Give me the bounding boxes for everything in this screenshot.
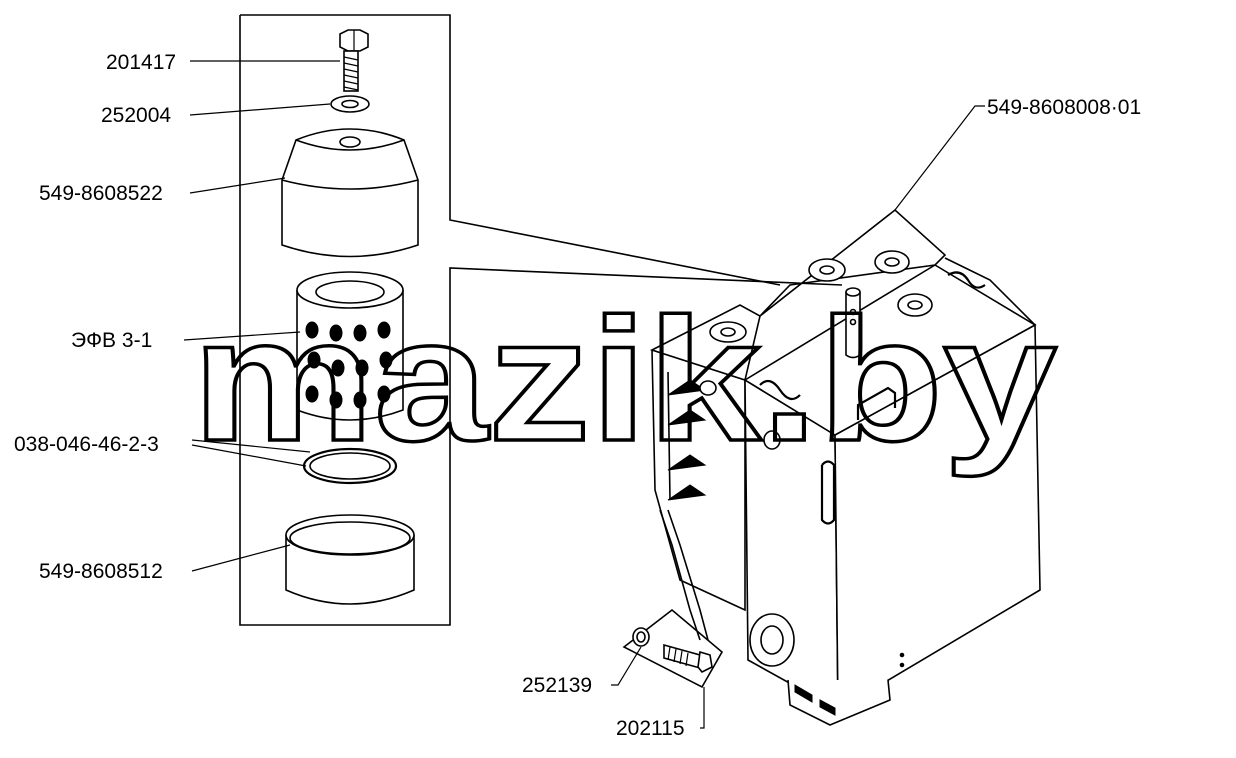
label-filter-cup: 549-8608512 [39,560,163,583]
filter-element-part [296,271,404,421]
label-washer-top: 252004 [101,104,171,127]
label-washer-bottom: 252139 [522,674,592,697]
label-seal-ring: 038-046-46-2-3 [14,433,159,456]
label-bolt-top: 201417 [106,51,176,74]
filter-detail-frame [239,14,843,626]
bolt-washer-inset [622,608,724,689]
washer-top-part [330,95,370,113]
filter-cap-part [281,128,419,258]
bolt-top-part [339,29,369,92]
label-bolt-bottom: 202115 [616,717,685,740]
watermark-text: mazik.by [192,283,1057,478]
label-filter-cap: 549-8608522 [39,182,163,205]
label-filter-element: ЭФВ 3-1 [71,329,152,352]
label-tank-assembly: 549-8608008·01 [987,96,1141,119]
hydraulic-tank-part [649,208,1041,726]
leader-lines [183,60,985,729]
filter-cup-part [285,514,415,605]
